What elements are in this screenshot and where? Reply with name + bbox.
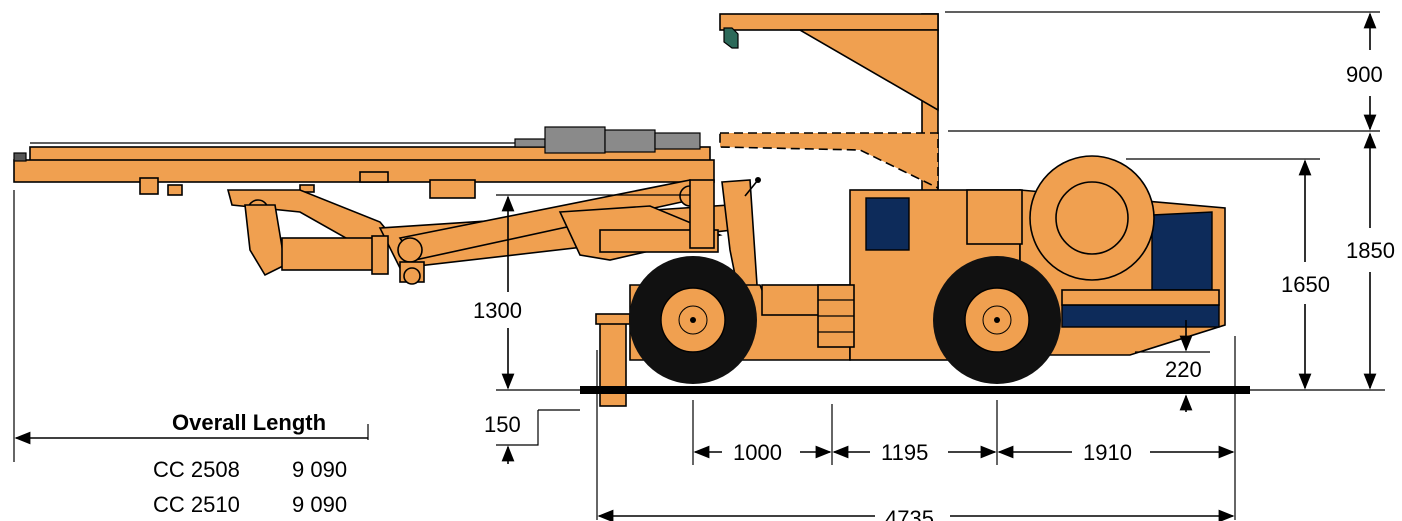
dim-front-drop: 150 xyxy=(484,412,521,437)
dim-ground-clearance: 220 xyxy=(1165,357,1202,382)
dim-rear-overhang: 1910 xyxy=(1083,440,1132,465)
boom xyxy=(226,179,733,285)
feed-beam xyxy=(13,126,715,199)
rear-wheel xyxy=(933,256,1061,384)
cable-reel xyxy=(1029,155,1155,281)
dim-wheelbase: 1195 xyxy=(881,440,928,465)
ground-line xyxy=(580,386,1250,394)
dim-cab-height: 1650 xyxy=(1281,272,1330,297)
drill-rig-illustration xyxy=(13,13,1226,407)
dimension-lines xyxy=(13,11,1385,521)
overall-length-model-1: CC 2508 xyxy=(153,457,240,482)
dim-canopy-height: 900 xyxy=(1346,62,1383,87)
dim-carrier-length: 4735 xyxy=(885,506,934,521)
overall-length-model-2: CC 2510 xyxy=(153,492,240,517)
overall-length-value-1: 9 090 xyxy=(292,457,347,482)
dim-total-height: 1850 xyxy=(1346,238,1395,263)
dimension-labels: 900 1850 1650 220 1300 150 1000 1195 191… xyxy=(153,62,1395,521)
dim-boom-height: 1300 xyxy=(473,298,522,323)
overall-length-title: Overall Length xyxy=(172,410,326,435)
dim-front-overhang: 1000 xyxy=(733,440,782,465)
front-wheel xyxy=(629,256,757,384)
overall-length-value-2: 9 090 xyxy=(292,492,347,517)
windows xyxy=(865,197,1220,328)
